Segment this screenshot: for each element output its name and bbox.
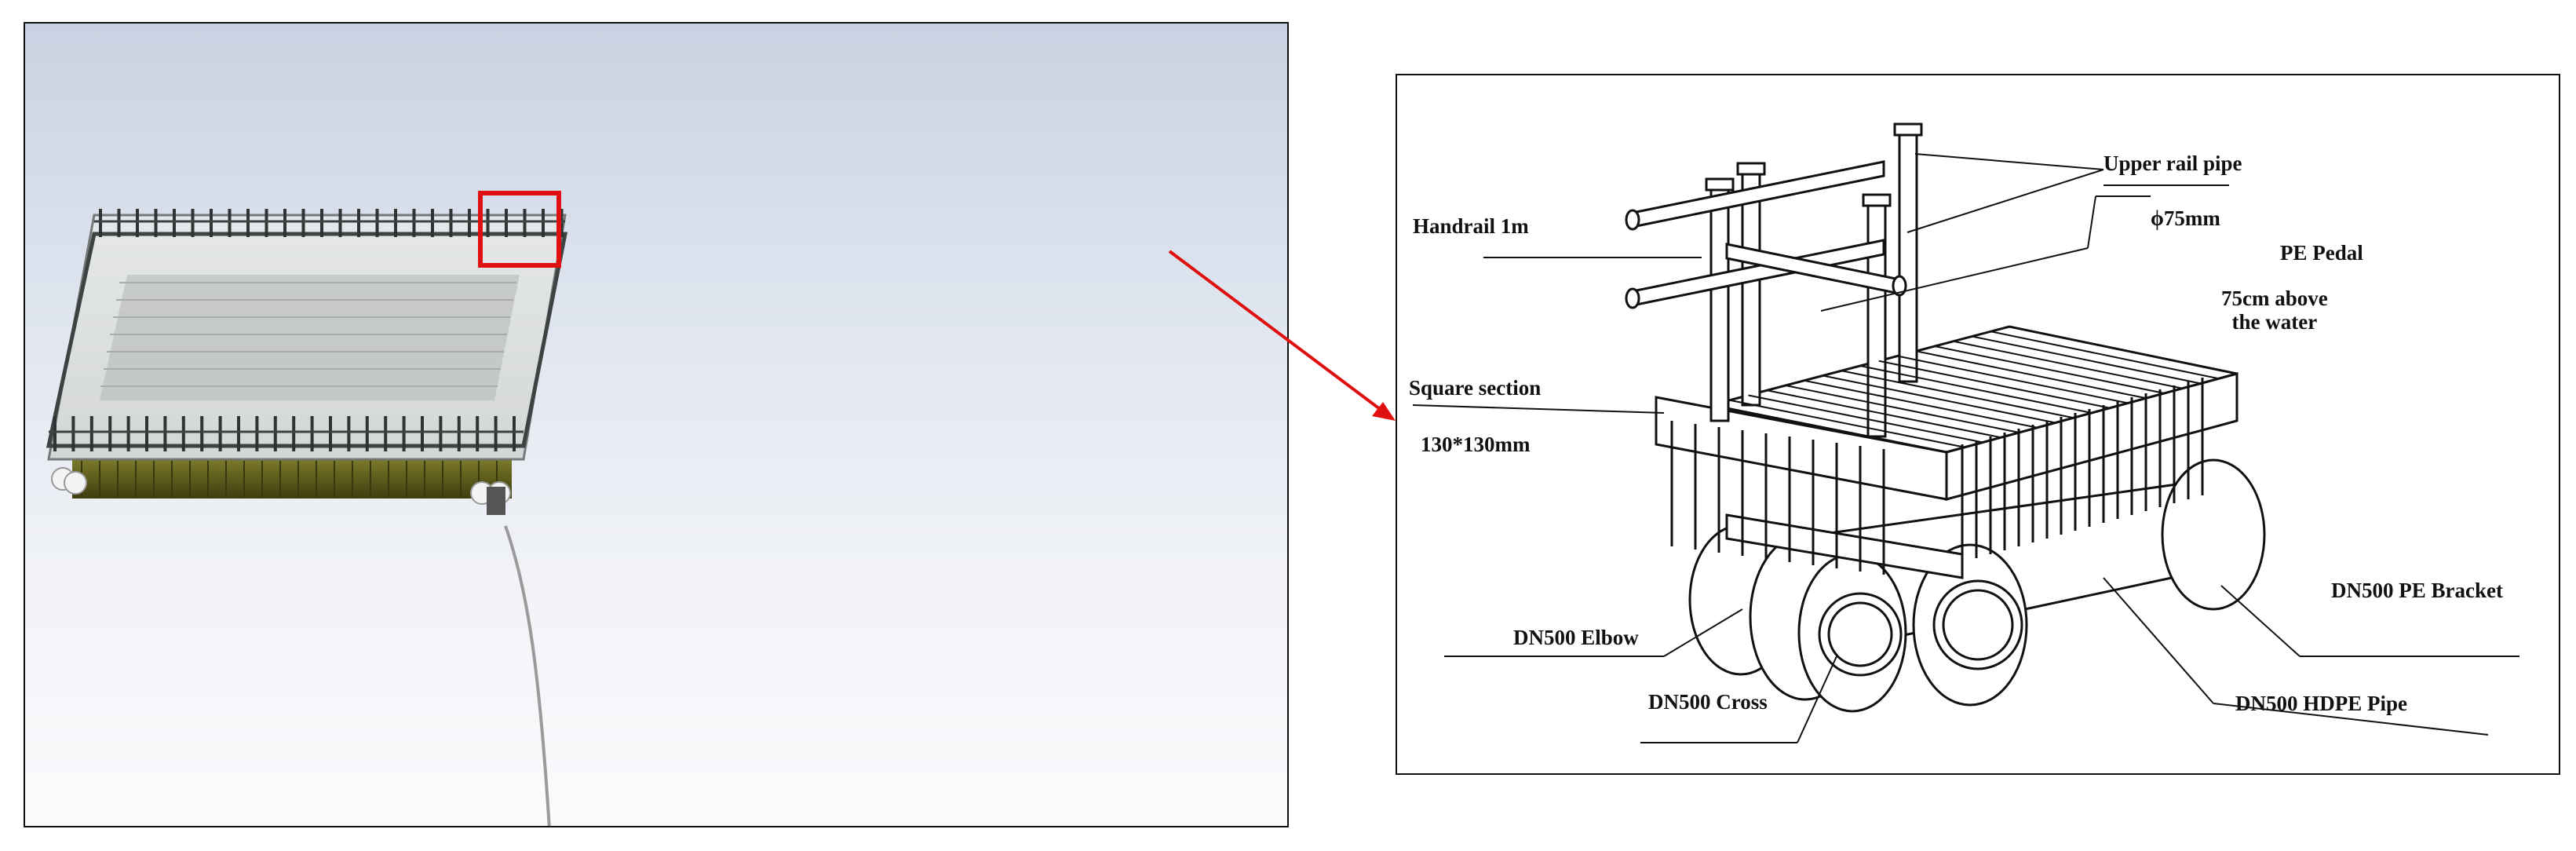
mooring-rope xyxy=(504,525,551,826)
label-pe-bracket: DN500 PE Bracket xyxy=(2331,579,2503,602)
label-square-section: Square section xyxy=(1409,376,1542,400)
label-square-dims: 130*130mm xyxy=(1421,433,1531,456)
label-elbow: DN500 Elbow xyxy=(1513,626,1639,649)
label-handrail: Handrail 1m xyxy=(1413,214,1529,238)
module-line-drawing xyxy=(1412,122,2519,743)
pontoon-pipes xyxy=(72,459,512,499)
label-hdpe-pipe: DN500 HDPE Pipe xyxy=(2235,692,2407,715)
label-height-above-water: 75cm above the water xyxy=(2221,287,2328,334)
label-pipe-diameter: ϕ75mm xyxy=(2151,206,2220,230)
platform-render-panel xyxy=(24,22,1289,827)
label-cross: DN500 Cross xyxy=(1648,690,1768,714)
detail-drawing-panel: Upper rail pipe ϕ75mm Handrail 1m PE Ped… xyxy=(1396,74,2560,775)
label-pe-pedal: PE Pedal xyxy=(2280,241,2363,265)
platform-render xyxy=(46,191,568,826)
detail-highlight-box xyxy=(478,191,561,268)
label-upper-rail-pipe: Upper rail pipe xyxy=(2103,152,2242,175)
railing-frame xyxy=(46,232,568,448)
